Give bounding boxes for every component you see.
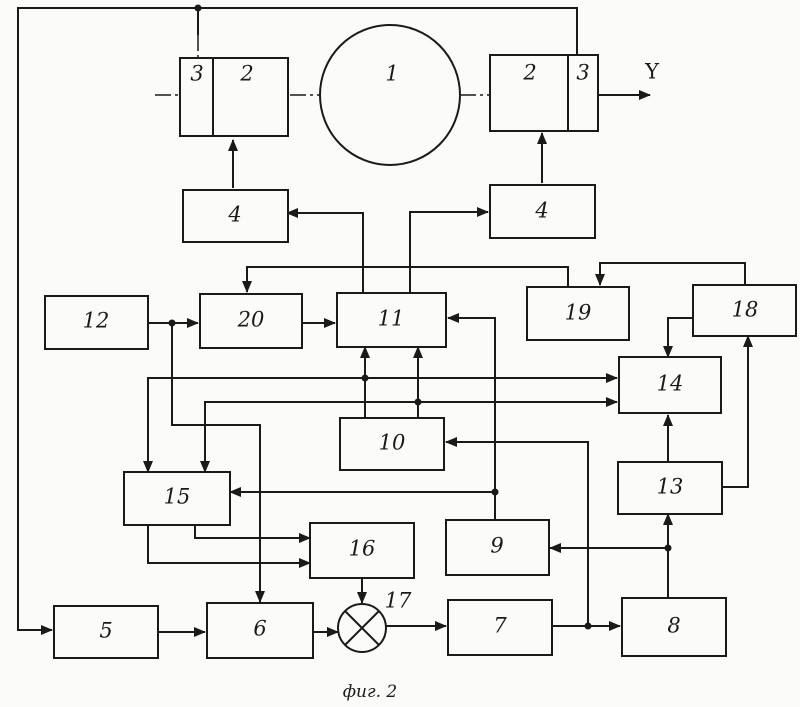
block-17-label: 17 (385, 589, 412, 613)
block-12-label: 12 (83, 309, 110, 333)
block-2-right-label: 2 (522, 61, 536, 85)
block-4-right-label: 4 (534, 199, 548, 223)
block-4-left-label: 4 (227, 203, 241, 227)
11-to-4right (410, 212, 488, 292)
figure-caption: фиг. 2 (343, 682, 397, 702)
block-7-label: 7 (493, 614, 507, 638)
block-2-left-label: 2 (239, 62, 253, 86)
block-19-label: 19 (565, 301, 592, 325)
block-6-label: 6 (253, 617, 266, 641)
block-14-label: 14 (657, 372, 684, 396)
18-to-14 (668, 318, 693, 357)
block-16-label: 16 (349, 537, 376, 561)
13-to-18 (722, 336, 748, 487)
18-to-19 (600, 263, 745, 285)
block-9-label: 9 (490, 534, 503, 558)
15-to-16-a (195, 525, 310, 538)
11-to-4left (287, 213, 363, 292)
9-to-11 (448, 318, 495, 520)
block-3-left-label: 3 (190, 62, 203, 86)
block-20-label: 20 (237, 308, 265, 332)
block-18-label: 18 (732, 298, 759, 322)
block-15-label: 15 (164, 485, 191, 509)
block-1-label: 1 (385, 62, 398, 86)
block-11-label: 11 (378, 307, 405, 331)
12-to-6 (172, 323, 260, 602)
block-1-object (320, 25, 460, 165)
19-to-20 (247, 267, 568, 292)
block-10-label: 10 (379, 431, 406, 455)
block-3-right-label: 3 (576, 61, 589, 85)
block-13-label: 13 (657, 475, 684, 499)
block-5-label: 5 (99, 619, 112, 643)
15-to-16-b (148, 525, 310, 563)
block-8-label: 8 (667, 614, 680, 638)
y-axis-label: Y (644, 60, 660, 84)
